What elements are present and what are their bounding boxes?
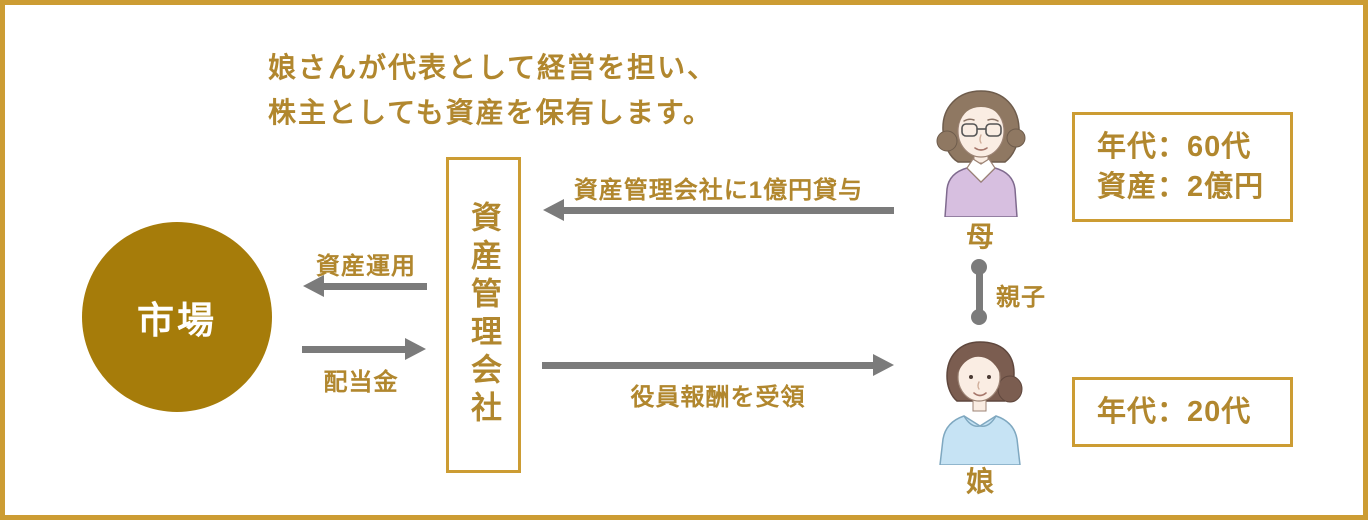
company-box: 資産管理会社 xyxy=(446,157,521,473)
arrow-shaft xyxy=(564,206,894,214)
intro-line-1: 娘さんが代表として経営を担い、 xyxy=(268,52,718,83)
arrowhead-left-icon xyxy=(543,199,564,221)
arrow-asset-management xyxy=(303,275,427,297)
mother-label: 母 xyxy=(965,221,994,252)
arrow-dividend xyxy=(302,338,426,360)
daughter-info-box: 年代：20代 xyxy=(1072,377,1293,447)
mother-assets-text: 資産：2億円 xyxy=(1097,171,1265,203)
mother-illustration xyxy=(936,90,1026,217)
mother-info-box: 年代：60代 資産：2億円 xyxy=(1072,112,1293,222)
daughter-label: 娘 xyxy=(965,466,994,497)
arrowhead-right-icon xyxy=(405,338,426,360)
salary-label: 役員報酬を受領 xyxy=(630,384,806,411)
connector-dot-top xyxy=(971,259,987,275)
intro-line-2: 株主としても資産を保有します。 xyxy=(268,97,713,128)
arrowhead-left-icon xyxy=(303,275,324,297)
market-circle: 市場 xyxy=(82,222,272,412)
arrow-shaft xyxy=(542,361,873,369)
connector-dot-bottom xyxy=(971,309,987,325)
arrow-loan xyxy=(543,199,894,221)
dividend-label: 配当金 xyxy=(323,369,399,396)
company-label: 資産管理会社 xyxy=(466,201,501,429)
arrow-shaft xyxy=(324,282,427,290)
arrow-salary xyxy=(542,354,894,376)
arrow-shaft xyxy=(302,345,405,353)
intro-text: 娘さんが代表として経営を担い、 株主としても資産を保有します。 xyxy=(268,45,717,135)
asset-management-label: 資産運用 xyxy=(316,253,416,280)
daughter-age-text: 年代：20代 xyxy=(1097,396,1252,428)
loan-label: 資産管理会社に1億円貸与 xyxy=(573,177,864,204)
parent-child-connector xyxy=(976,267,983,317)
market-label: 市場 xyxy=(137,300,217,341)
parent-child-label: 親子 xyxy=(996,284,1046,311)
daughter-illustration xyxy=(939,341,1023,465)
arrowhead-right-icon xyxy=(873,354,894,376)
mother-age-text: 年代：60代 xyxy=(1097,131,1252,163)
